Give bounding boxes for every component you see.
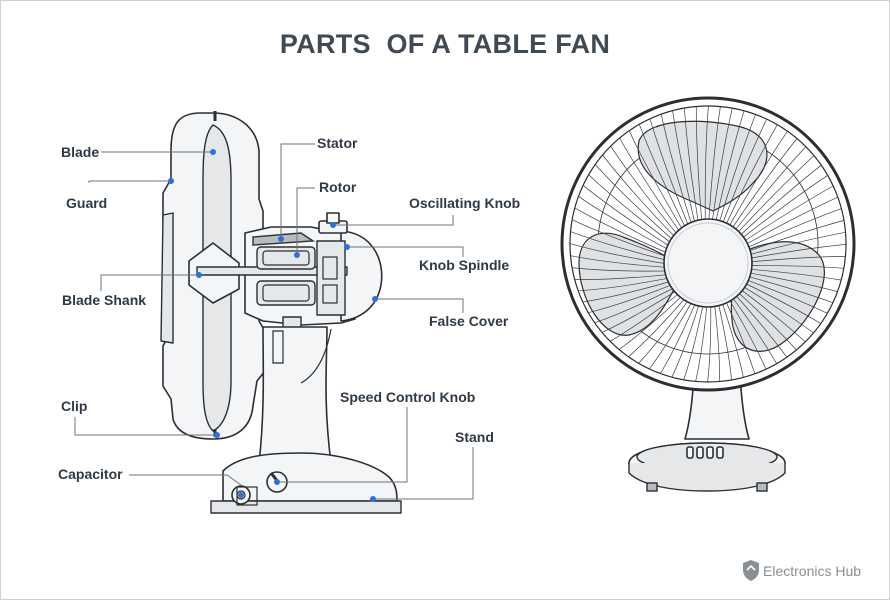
label-speed-control-knob: Speed Control Knob	[340, 389, 475, 405]
brand-logo: Electronics Hub	[743, 560, 861, 581]
guard-wire	[732, 175, 828, 247]
speed-button-2	[696, 446, 704, 459]
rotor-upper	[256, 246, 316, 270]
guard-wire	[610, 146, 686, 244]
stand-column	[258, 326, 332, 464]
guard-wire	[720, 124, 778, 236]
label-oscillating-knob: Oscillating Knob	[409, 195, 520, 211]
label-clip: Clip	[61, 398, 87, 414]
side-view-fan	[160, 111, 402, 514]
gear-box	[316, 240, 346, 316]
part-labels: Blade Guard Blade Shank Clip Capacitor S…	[58, 135, 520, 482]
guard-wire	[730, 164, 822, 244]
false-cover-shape	[340, 230, 383, 322]
guard-wire	[594, 164, 683, 249]
label-guard: Guard	[66, 195, 107, 211]
rotor-lower	[256, 280, 316, 306]
label-stand: Stand	[455, 429, 494, 445]
front-hub	[663, 218, 753, 308]
guard-wire	[727, 146, 807, 241]
guard-wire	[602, 154, 684, 247]
guard-wire	[722, 131, 788, 238]
speed-button-3	[706, 446, 714, 459]
guard-wire	[649, 118, 694, 238]
guard-front-rim	[160, 212, 174, 344]
guard-wire	[707, 106, 721, 234]
label-blade-shank: Blade Shank	[62, 292, 146, 308]
guard-wire	[717, 118, 768, 235]
diagram-title: PARTS OF A TABLE FAN	[279, 29, 611, 59]
label-rotor: Rotor	[319, 179, 357, 195]
guard-wire	[695, 106, 704, 234]
guard-wire	[728, 155, 815, 243]
brand-name: Electronics Hub	[763, 563, 861, 579]
guard-wire	[704, 105, 709, 234]
guard-wire	[638, 124, 692, 239]
leader-lines	[74, 143, 474, 502]
guard-wire	[672, 110, 699, 235]
guard-wire	[733, 185, 834, 249]
speed-button-4	[716, 446, 724, 459]
label-stator: Stator	[317, 135, 358, 151]
guard-wire	[712, 110, 745, 234]
guard-wire	[715, 114, 756, 235]
stand-base-shape	[222, 452, 398, 502]
label-false-cover: False Cover	[429, 313, 509, 329]
label-knob-spindle: Knob Spindle	[419, 257, 509, 273]
front-view-fan	[560, 96, 856, 492]
guard-wire	[710, 108, 733, 234]
guard-wire	[660, 114, 696, 236]
guard-wire	[684, 107, 701, 235]
shield-logo-icon	[743, 560, 759, 581]
guard-wire	[628, 130, 690, 241]
speed-button-1	[686, 446, 694, 459]
guard-wire	[724, 138, 798, 239]
label-capacitor: Capacitor	[58, 466, 123, 482]
label-blade: Blade	[61, 144, 99, 160]
guard-wire	[619, 137, 688, 243]
